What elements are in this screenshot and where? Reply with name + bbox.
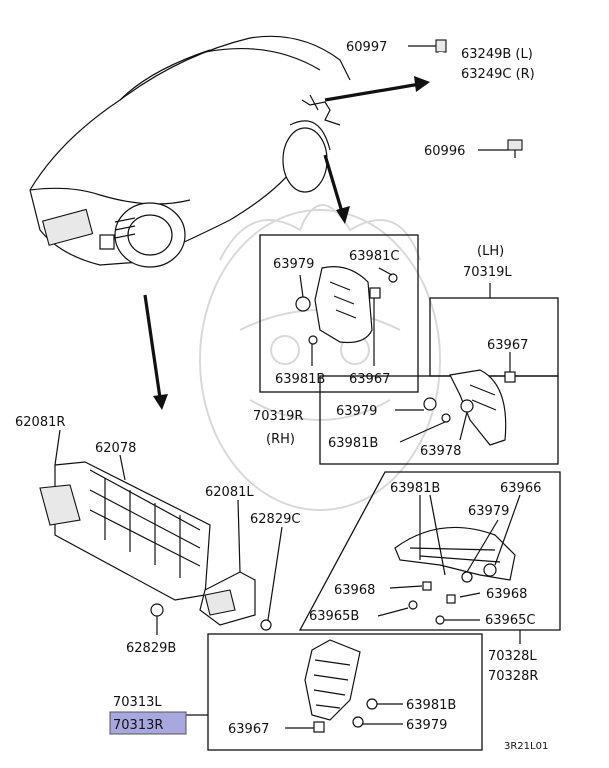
box-70319l-lower <box>319 375 559 465</box>
label-70313r[interactable]: 70313R <box>113 718 163 733</box>
label-63981b-b: 63981B <box>328 436 378 451</box>
label-63981b-d: 63981B <box>406 698 456 713</box>
label-62081r: 62081R <box>15 415 65 430</box>
label-rh: (RH) <box>266 432 295 447</box>
box-70319l <box>429 297 559 377</box>
label-70328r: 70328R <box>488 669 538 684</box>
label-70328l: 70328L <box>488 649 537 664</box>
label-63979-c: 63979 <box>468 504 509 519</box>
label-63965c: 63965C <box>485 613 535 628</box>
label-63249c: 63249C (R) <box>461 67 535 82</box>
part-70319l-shield <box>395 352 516 446</box>
label-62829c: 62829C <box>250 512 300 527</box>
label-70313l: 70313L <box>113 695 162 710</box>
part-70328-cover <box>377 494 521 625</box>
label-63967-b: 63967 <box>487 338 528 353</box>
label-60997: 60997 <box>346 40 387 55</box>
label-70319l: 70319L <box>463 265 512 280</box>
label-62078: 62078 <box>95 441 136 456</box>
label-63965b: 63965B <box>309 609 359 624</box>
label-63981b-a: 63981B <box>275 372 325 387</box>
label-63249b: 63249B (L) <box>461 47 533 62</box>
part-62078-panel <box>39 429 211 635</box>
label-63968-b: 63968 <box>486 587 527 602</box>
label-lh: (LH) <box>477 244 504 259</box>
box-70319r <box>259 234 419 393</box>
part-62081l-duct <box>199 499 283 631</box>
highlight-70313r <box>109 711 187 735</box>
label-63979-a: 63979 <box>273 257 314 272</box>
label-63978: 63978 <box>420 444 461 459</box>
label-63981c: 63981C <box>349 249 399 264</box>
label-63967-c: 63967 <box>228 722 269 737</box>
label-60996: 60996 <box>424 144 465 159</box>
part-70313-shield <box>285 639 403 733</box>
label-63981b-c: 63981B <box>390 481 440 496</box>
hose-assembly <box>408 39 523 158</box>
label-63979-b: 63979 <box>336 404 377 419</box>
diagram-code: 3R21L01 <box>504 741 548 752</box>
box-70313 <box>207 633 483 751</box>
arrows <box>143 76 430 410</box>
part-70319r-shield <box>295 266 398 366</box>
label-62829b: 62829B <box>126 641 176 656</box>
label-63967-a: 63967 <box>349 372 390 387</box>
label-63968-a: 63968 <box>334 583 375 598</box>
label-63979-d: 63979 <box>406 718 447 733</box>
box-70328 <box>298 471 561 631</box>
label-70319r: 70319R <box>253 409 303 424</box>
label-63966: 63966 <box>500 481 541 496</box>
watermark-emblem <box>199 204 441 511</box>
car-body <box>29 35 351 268</box>
label-62081l: 62081L <box>205 485 254 500</box>
